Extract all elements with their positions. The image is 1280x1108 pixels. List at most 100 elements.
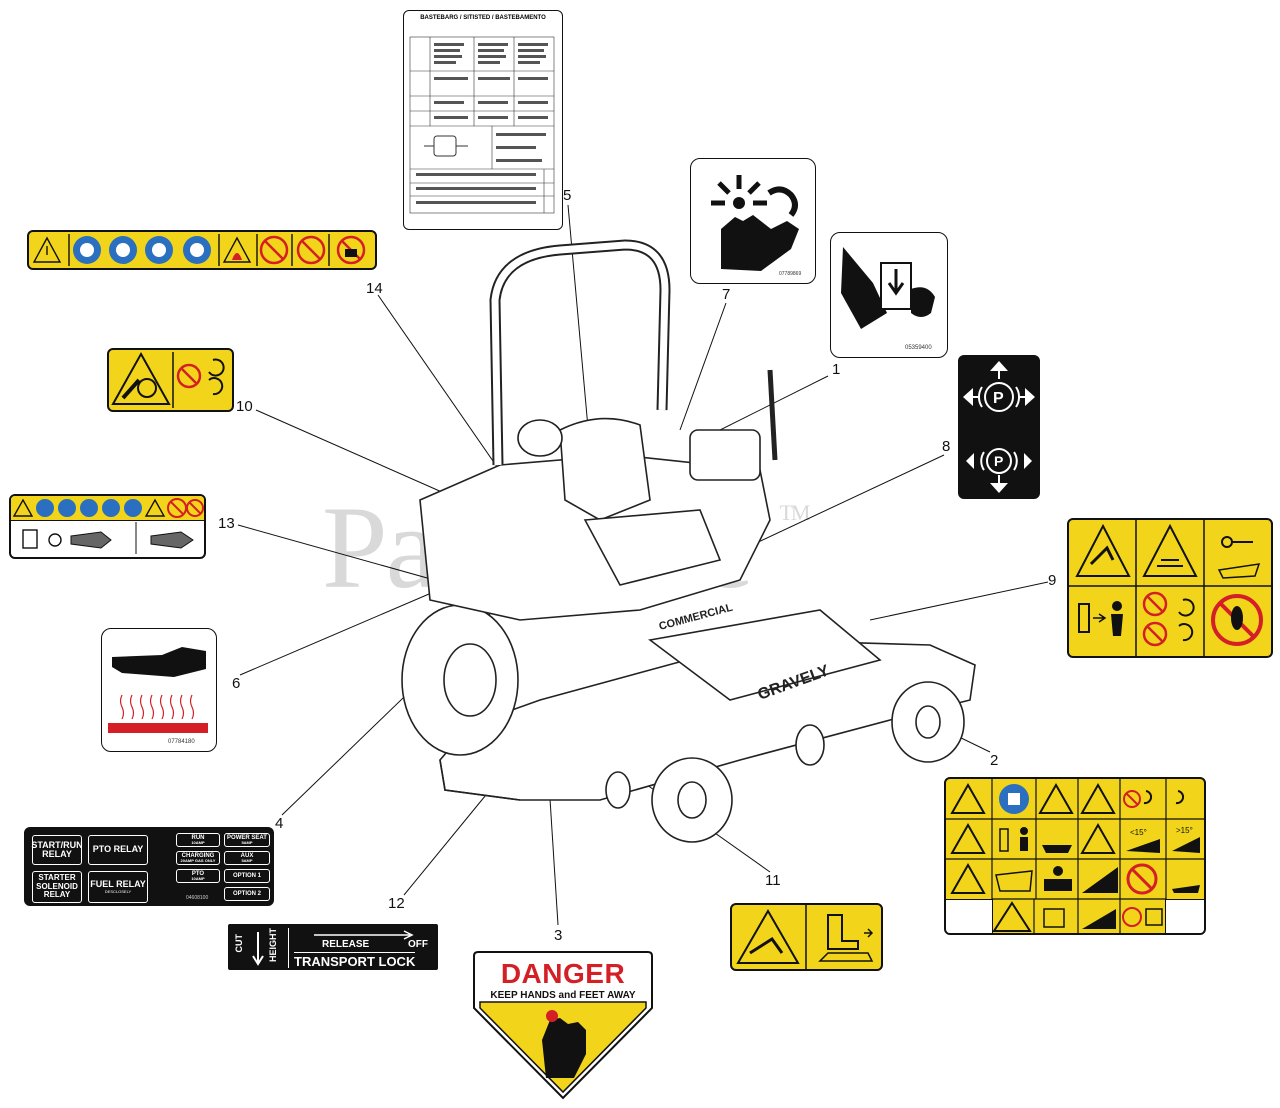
callout-13[interactable]: 13 xyxy=(218,515,235,532)
callout-5[interactable]: 5 xyxy=(563,187,572,204)
callout-7[interactable]: 7 xyxy=(722,286,731,303)
pto-relay-label: PTO RELAY xyxy=(88,835,148,865)
trademark-mark: TM xyxy=(779,500,810,525)
decal-relay-fuse[interactable]: START/RUN RELAY PTO RELAY STARTER SOLENO… xyxy=(24,827,274,906)
fuel-relay-label: FUEL RELAY DESCLOSELY xyxy=(88,871,148,903)
leader-line-7 xyxy=(679,302,727,431)
read-manual-icon xyxy=(36,499,54,517)
battery-icon xyxy=(1145,908,1163,926)
leader-line-12 xyxy=(403,789,491,896)
callout-1[interactable]: 1 xyxy=(832,361,841,378)
incline-icon xyxy=(1082,867,1118,893)
danger-subtitle: KEEP HANDS and FEET AWAY xyxy=(490,990,636,1001)
decal-parking-brake[interactable]: P P xyxy=(958,355,1040,499)
child-bystander-icon xyxy=(1053,866,1063,876)
bystander-distance-icon xyxy=(1078,603,1090,633)
hand-icon xyxy=(721,215,799,271)
hand-crush-icon xyxy=(841,247,887,329)
arrow-up-icon xyxy=(990,361,1008,371)
warning-triangle-icon xyxy=(950,862,986,894)
no-smoking-icon xyxy=(259,235,289,265)
key-icon xyxy=(1221,536,1233,548)
rollover-warning-icon xyxy=(1038,782,1074,814)
leader-line-6 xyxy=(239,584,451,676)
decal-entanglement[interactable]: 07789869 xyxy=(690,158,816,284)
decal-hot-surface[interactable]: 07784180 xyxy=(101,628,217,752)
hot-surface-bar xyxy=(108,723,208,733)
decal-large-operator-grid[interactable]: <15° >15° xyxy=(944,777,1206,935)
seat xyxy=(559,417,651,521)
person-icon xyxy=(1112,601,1122,611)
cut-label: CUT xyxy=(234,934,244,953)
callout-8[interactable]: 8 xyxy=(942,438,951,455)
arrow-down-icon xyxy=(252,932,264,966)
leader-line-10 xyxy=(255,409,461,501)
remove-key-icon xyxy=(1217,563,1261,579)
leader-line-9 xyxy=(869,581,1049,621)
thrown-object-warning-icon xyxy=(1075,523,1131,577)
slope-limit-a: <15° xyxy=(1130,828,1147,837)
callout-12[interactable]: 12 xyxy=(388,895,405,912)
decal-transport-lock[interactable]: CUT HEIGHT RELEASE OFF TRANSPORT LOCK xyxy=(228,924,438,970)
decal-danger[interactable]: DANGER KEEP HANDS and FEET AWAY xyxy=(470,950,656,1102)
control-lever xyxy=(767,369,778,461)
callout-2[interactable]: 2 xyxy=(990,752,999,769)
footplate xyxy=(648,609,882,701)
lift-icon xyxy=(1043,908,1065,928)
decal-deck-lift[interactable] xyxy=(730,903,883,971)
svg-text:P: P xyxy=(993,390,1004,407)
hand-icon xyxy=(112,647,206,677)
hose-connector-icon xyxy=(150,531,194,549)
no-feet-icon xyxy=(1142,621,1168,647)
pinch-warning-icon xyxy=(1080,822,1116,854)
slope-rider-icon xyxy=(1172,837,1200,853)
callout-9[interactable]: 9 xyxy=(1048,572,1057,589)
decal-safety-strip[interactable] xyxy=(27,230,377,270)
eye-protection-icon xyxy=(80,499,98,517)
callout-14[interactable]: 14 xyxy=(366,280,383,297)
rotating-parts-icon xyxy=(208,358,225,396)
arrow-left-icon xyxy=(966,453,974,469)
parking-brake-icon xyxy=(984,382,1014,412)
callout-6[interactable]: 6 xyxy=(232,675,241,692)
fuel-relay-subtext: DESCLOSELY xyxy=(104,888,132,894)
clothing-icon xyxy=(124,499,142,517)
bystander-icon xyxy=(999,828,1009,852)
decal-manual-label[interactable]: BASTEBARG / SITISTED / BASTEBAMENTO xyxy=(403,10,563,230)
fuel-relay-text: FUEL RELAY xyxy=(90,879,146,890)
callout-3[interactable]: 3 xyxy=(554,927,563,944)
arrow-right-icon xyxy=(1024,453,1032,469)
fuel-tank-cap xyxy=(517,419,563,457)
transport-lock-label: TRANSPORT LOCK xyxy=(294,952,416,969)
warning-triangle-icon xyxy=(950,782,986,814)
decal-fuel-strip[interactable] xyxy=(9,494,206,559)
callout-4[interactable]: 4 xyxy=(275,815,284,832)
decal-pinch-point[interactable]: 05359400 xyxy=(830,232,948,358)
callout-11[interactable]: 11 xyxy=(765,872,781,889)
arrow-right-icon xyxy=(314,930,414,940)
parking-brake-icon xyxy=(986,448,1012,474)
ramp-warning-icon xyxy=(992,901,1032,932)
gloves-icon xyxy=(102,499,120,517)
no-hands-icon xyxy=(1123,790,1141,808)
reverse-mow-icon xyxy=(995,870,1033,892)
heat-waves-icon xyxy=(119,694,195,720)
relay-part-number: 04608100 xyxy=(186,895,209,901)
svg-text:P: P xyxy=(994,453,1003,469)
no-hands-icon xyxy=(1142,591,1168,617)
blade-warning-icon xyxy=(1142,523,1198,577)
fire-warning-triangle-icon xyxy=(222,236,252,263)
wear-protection-icon xyxy=(58,499,76,517)
rotating-parts-icon xyxy=(1143,790,1185,805)
decal-operator-safety-grid[interactable] xyxy=(1067,518,1273,658)
rider-icon xyxy=(1172,885,1200,893)
hose-connector-icon xyxy=(70,531,112,549)
cut-height-label: CUT HEIGHT xyxy=(232,928,289,968)
decal-belt-entanglement[interactable] xyxy=(107,348,234,412)
no-step-icon xyxy=(1211,594,1263,646)
no-hands-icon xyxy=(176,363,202,389)
callout-10[interactable]: 10 xyxy=(236,398,253,415)
